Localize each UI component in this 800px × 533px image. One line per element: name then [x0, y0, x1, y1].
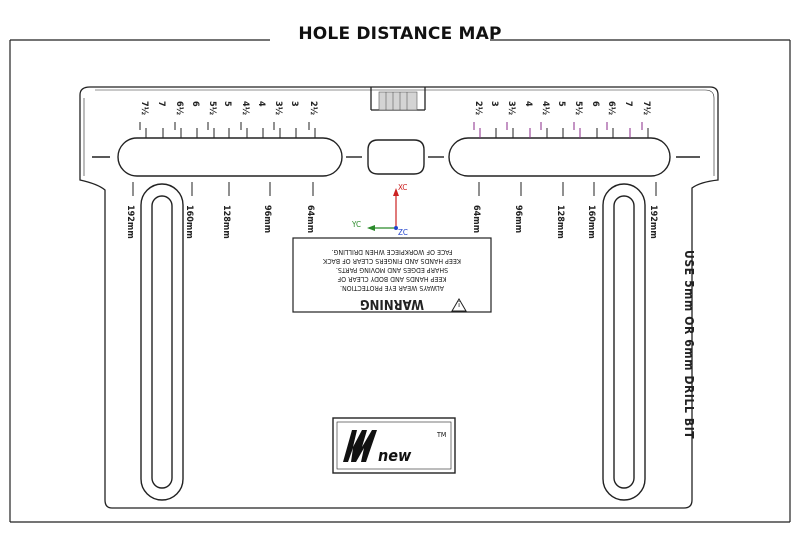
left-scale-label: 4½ — [240, 101, 251, 115]
scale-labels: 7½ 7 6½ 6 5½ 5 4½ 4 3½ 3 2½ 2½ 3 3½ 4 4½ 5 5½ 6 6½ 7 7½ 192mm 1… — [125, 101, 658, 239]
right-horizontal-slot — [448, 137, 671, 177]
right-mm-label: 192mm — [648, 205, 658, 239]
right-scale-label: 6½ — [606, 101, 617, 115]
warning-heading: WARNING — [360, 296, 424, 311]
left-scale-label: 3½ — [273, 101, 284, 115]
trademark-symbol: TM — [436, 431, 446, 439]
right-scale-label: 3½ — [506, 101, 517, 115]
warning-line-4: KEEP HANDS AND FINGERS CLEAR OF BACK — [322, 257, 461, 265]
left-mm-label: 128mm — [221, 205, 231, 239]
right-mm-label: 128mm — [555, 205, 565, 239]
left-scale-label: 5½ — [207, 101, 218, 115]
drill-bit-instruction: USE 5mm OR 6mm DRILL BIT — [682, 250, 696, 439]
right-scale-label: 6 — [590, 101, 600, 107]
brand-logo: new TM — [332, 417, 456, 474]
right-scale-label: 7½ — [641, 101, 652, 115]
left-scale-label: 4 — [256, 101, 266, 107]
left-scale-label: 7 — [156, 101, 166, 107]
left-mm-label: 160mm — [184, 205, 194, 239]
warning-line-1: ALWAYS WEAR EYE PROTECTION. — [340, 284, 444, 292]
left-vertical-slot-outer — [140, 183, 184, 501]
right-scale-label: 7 — [623, 101, 633, 107]
warning-line-2: KEEP HANDS AND BODY CLEAR OF — [337, 275, 446, 283]
right-scale-label: 3 — [489, 101, 499, 107]
figure-title: HOLE DISTANCE MAP — [0, 24, 800, 44]
right-scale-label: 4 — [523, 101, 533, 107]
coordinate-axes: XC YC ZC — [351, 183, 408, 237]
left-mm-label: 96mm — [262, 205, 272, 233]
horizontal-slots — [92, 137, 700, 177]
warning-line-3: SHARP EDGES AND MOVING PARTS. — [336, 266, 448, 274]
warning-line-5: FACE OF WORKPIECE WHEN DRILLING. — [331, 248, 452, 256]
left-scale-label: 5 — [222, 101, 232, 107]
figure-title-text: HOLE DISTANCE MAP — [288, 24, 512, 44]
left-scale-label: 6 — [190, 101, 200, 107]
right-scale-label: 2½ — [473, 101, 484, 115]
xc-label: XC — [398, 183, 407, 192]
svg-text:!: ! — [458, 299, 461, 308]
scale-ticks — [132, 122, 657, 196]
right-scale-label: 4½ — [540, 101, 551, 115]
center-hole — [367, 139, 425, 175]
left-horizontal-slot — [117, 137, 343, 177]
right-scale-label: 5½ — [573, 101, 584, 115]
left-scale-label: 7½ — [139, 101, 150, 115]
logo-text: new — [378, 446, 412, 465]
left-mm-label: 64mm — [305, 205, 315, 233]
yc-label: YC — [351, 220, 361, 229]
w-logo-mark-icon — [343, 430, 377, 462]
left-mm-label: 192mm — [125, 205, 135, 239]
left-scale-label: 2½ — [308, 101, 319, 115]
right-mm-label: 96mm — [513, 205, 523, 233]
zc-label: ZC — [398, 228, 408, 237]
right-scale-label: 5 — [556, 101, 566, 107]
left-vertical-slot-inner — [151, 195, 173, 489]
yc-arrow-icon — [367, 225, 375, 231]
jig-outline — [79, 86, 719, 509]
right-mm-label: 160mm — [586, 205, 596, 239]
left-scale-label: 3 — [289, 101, 299, 107]
left-scale-label: 6½ — [174, 101, 185, 115]
right-mm-label: 64mm — [471, 205, 481, 233]
warning-label: WARNING ! ALWAYS WEAR EYE PROTECTION. KE… — [292, 237, 492, 313]
right-vertical-slot-inner — [613, 195, 635, 489]
warning-triangle-icon — [451, 298, 467, 312]
right-vertical-slot-outer — [602, 183, 646, 501]
vertical-slots — [140, 183, 646, 501]
xc-arrow-icon — [393, 188, 399, 196]
outer-frame — [9, 39, 791, 523]
